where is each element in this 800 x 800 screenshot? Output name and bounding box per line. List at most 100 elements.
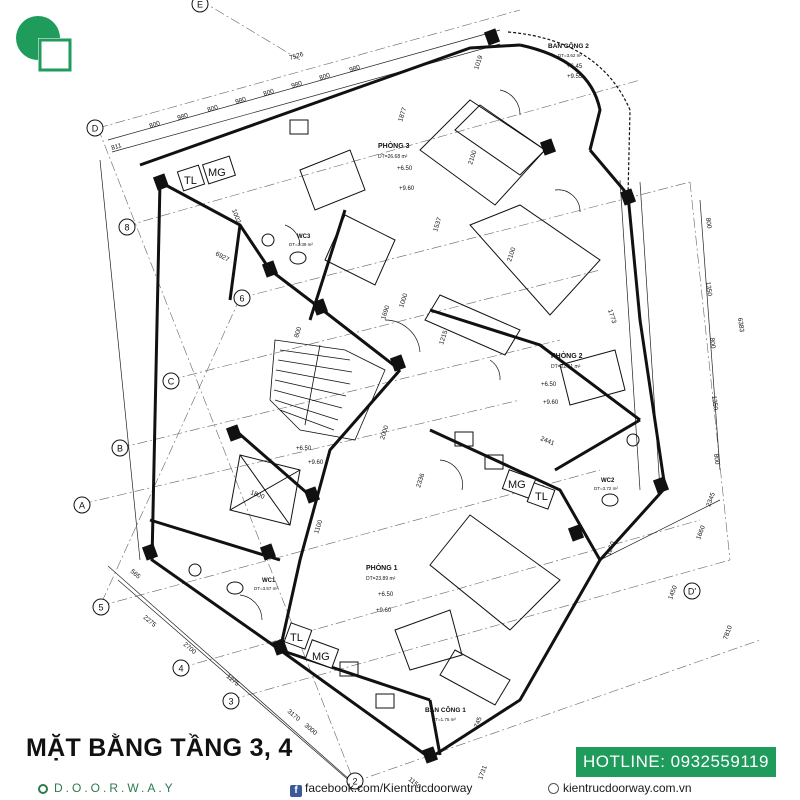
hotline-banner[interactable]: HOTLINE: 0932559119	[576, 747, 776, 777]
axis-label: B	[117, 444, 123, 454]
room-name-wc2: WC2	[601, 478, 615, 484]
dimension-number: 7810	[722, 624, 734, 640]
dimension-number: 1000	[398, 292, 409, 308]
dimension-number: 2345	[705, 491, 717, 507]
dimension-number: 2441	[539, 435, 555, 447]
room-labels: PHÒNG 3 DT=26.68 m² +6.50 +9.60 PHÒNG 2 …	[254, 41, 618, 722]
dimension-number: 1450	[667, 584, 679, 600]
axis-bubble	[683, 582, 701, 600]
dimension-number: 1537	[432, 216, 443, 232]
level-stair-2: +9.60	[308, 460, 324, 466]
room-name-phong1: PHÒNG 1	[366, 563, 398, 572]
room-area-wc3: DT=3.39 m²	[289, 242, 313, 247]
axis-label: C	[168, 377, 175, 387]
dimension-number: 980	[235, 96, 248, 106]
room-name-phong2: PHÒNG 2	[551, 351, 583, 360]
dimension-number: 1100	[313, 519, 324, 535]
axis-label: E	[197, 0, 203, 10]
dimension-number: 1019	[473, 54, 484, 70]
room-area-phong2: DT=22.61 m²	[551, 364, 581, 370]
axis-label: 8	[124, 223, 129, 233]
footer-brand-text: D.O.O.R.W.A.Y	[54, 781, 176, 795]
dimension-number: 1350	[704, 281, 713, 297]
level-phong2-2: +9.60	[543, 400, 559, 406]
dimension-number: 800	[207, 104, 220, 114]
fixture-boxes	[176, 155, 556, 669]
dimension-number: 745	[473, 716, 483, 729]
axis-label: 6	[239, 294, 244, 304]
walls	[139, 43, 667, 760]
axis-label: 5	[98, 603, 103, 613]
dimension-number: 7526	[289, 51, 305, 62]
wardrobe-phong2	[424, 294, 521, 356]
dimension-number: 800	[712, 453, 720, 465]
level-bancong2-1: +6.45	[567, 64, 583, 70]
dimension-number: 565	[129, 568, 142, 581]
wardrobe-phong1	[439, 649, 511, 706]
bed-phong3	[419, 99, 546, 206]
bed-phong2	[469, 204, 601, 316]
bed-phong1	[429, 514, 561, 631]
dimension-number: 800	[319, 72, 332, 82]
door-swings	[239, 89, 581, 621]
dimension-number: 2336	[415, 472, 426, 488]
axis-bubble	[111, 439, 129, 457]
columns	[141, 28, 670, 764]
axis-label: D'	[688, 587, 696, 597]
dimension-number: 1275	[225, 673, 241, 688]
room-name-wc1: WC1	[262, 578, 276, 584]
axis-bubble	[233, 289, 251, 307]
room-area-bancong1: DT=1.75 m²	[432, 717, 456, 722]
axis-bubble	[92, 598, 110, 616]
dimension-number: 800	[293, 326, 303, 339]
globe-icon	[548, 783, 559, 794]
plan-title: MẶT BẰNG TẦNG 3, 4	[26, 734, 293, 762]
footer-website[interactable]: kientrucdoorway.com.vn	[548, 781, 692, 795]
footer-brand: D.O.O.R.W.A.Y	[38, 781, 176, 795]
axis-bubble	[191, 0, 209, 13]
dimension-number: 1800	[249, 489, 265, 501]
dimension-number: 3170	[286, 708, 302, 723]
dimension-number: 980	[177, 112, 190, 122]
staircase	[269, 339, 386, 441]
room-area-phong3: DT=26.68 m²	[378, 154, 408, 160]
dimension-number: 980	[291, 80, 304, 90]
footer-website-text[interactable]: kientrucdoorway.com.vn	[563, 781, 692, 795]
level-phong1-1: +6.50	[378, 592, 394, 598]
fixture-labels: TL MG MG TL TL MG	[184, 167, 548, 663]
balcony-railing	[507, 31, 631, 196]
room-name-bancong2: BAN CÔNG 2	[548, 41, 589, 50]
level-phong3-2: +9.60	[399, 186, 415, 192]
desk-phong2	[559, 349, 626, 406]
level-stair-1: +6.50	[296, 446, 312, 452]
dimension-number: 6927	[214, 251, 230, 264]
wardrobe-phong3	[324, 214, 396, 286]
axis-bubble	[162, 372, 180, 390]
axis-label: 3	[228, 697, 233, 707]
level-phong2-1: +6.50	[541, 382, 557, 388]
desk-phong1	[394, 609, 463, 671]
level-phong3-1: +6.50	[397, 166, 413, 172]
dimension-number: 6383	[736, 317, 745, 333]
sanitary-fixtures	[188, 119, 640, 709]
footer-facebook-text[interactable]: facebook.com/Kientrucdoorway	[305, 781, 473, 795]
axis-bubble	[118, 218, 136, 236]
dimension-lines	[99, 29, 721, 791]
tl-label-phong1: TL	[290, 632, 303, 644]
room-name-phong3: PHÒNG 3	[378, 141, 410, 150]
dimension-number: 811	[111, 142, 123, 152]
brand-logo	[12, 12, 76, 76]
axis-bubble	[222, 692, 240, 710]
tl-label-phong2: TL	[535, 491, 548, 503]
axis-label: 4	[178, 664, 183, 674]
furniture	[229, 99, 626, 706]
mg-label-phong1: MG	[312, 651, 330, 663]
room-name-bancong1: BAN CÔNG 1	[425, 705, 466, 714]
dimension-number: 1350	[710, 395, 719, 411]
dimension-number: 2275	[142, 614, 158, 629]
